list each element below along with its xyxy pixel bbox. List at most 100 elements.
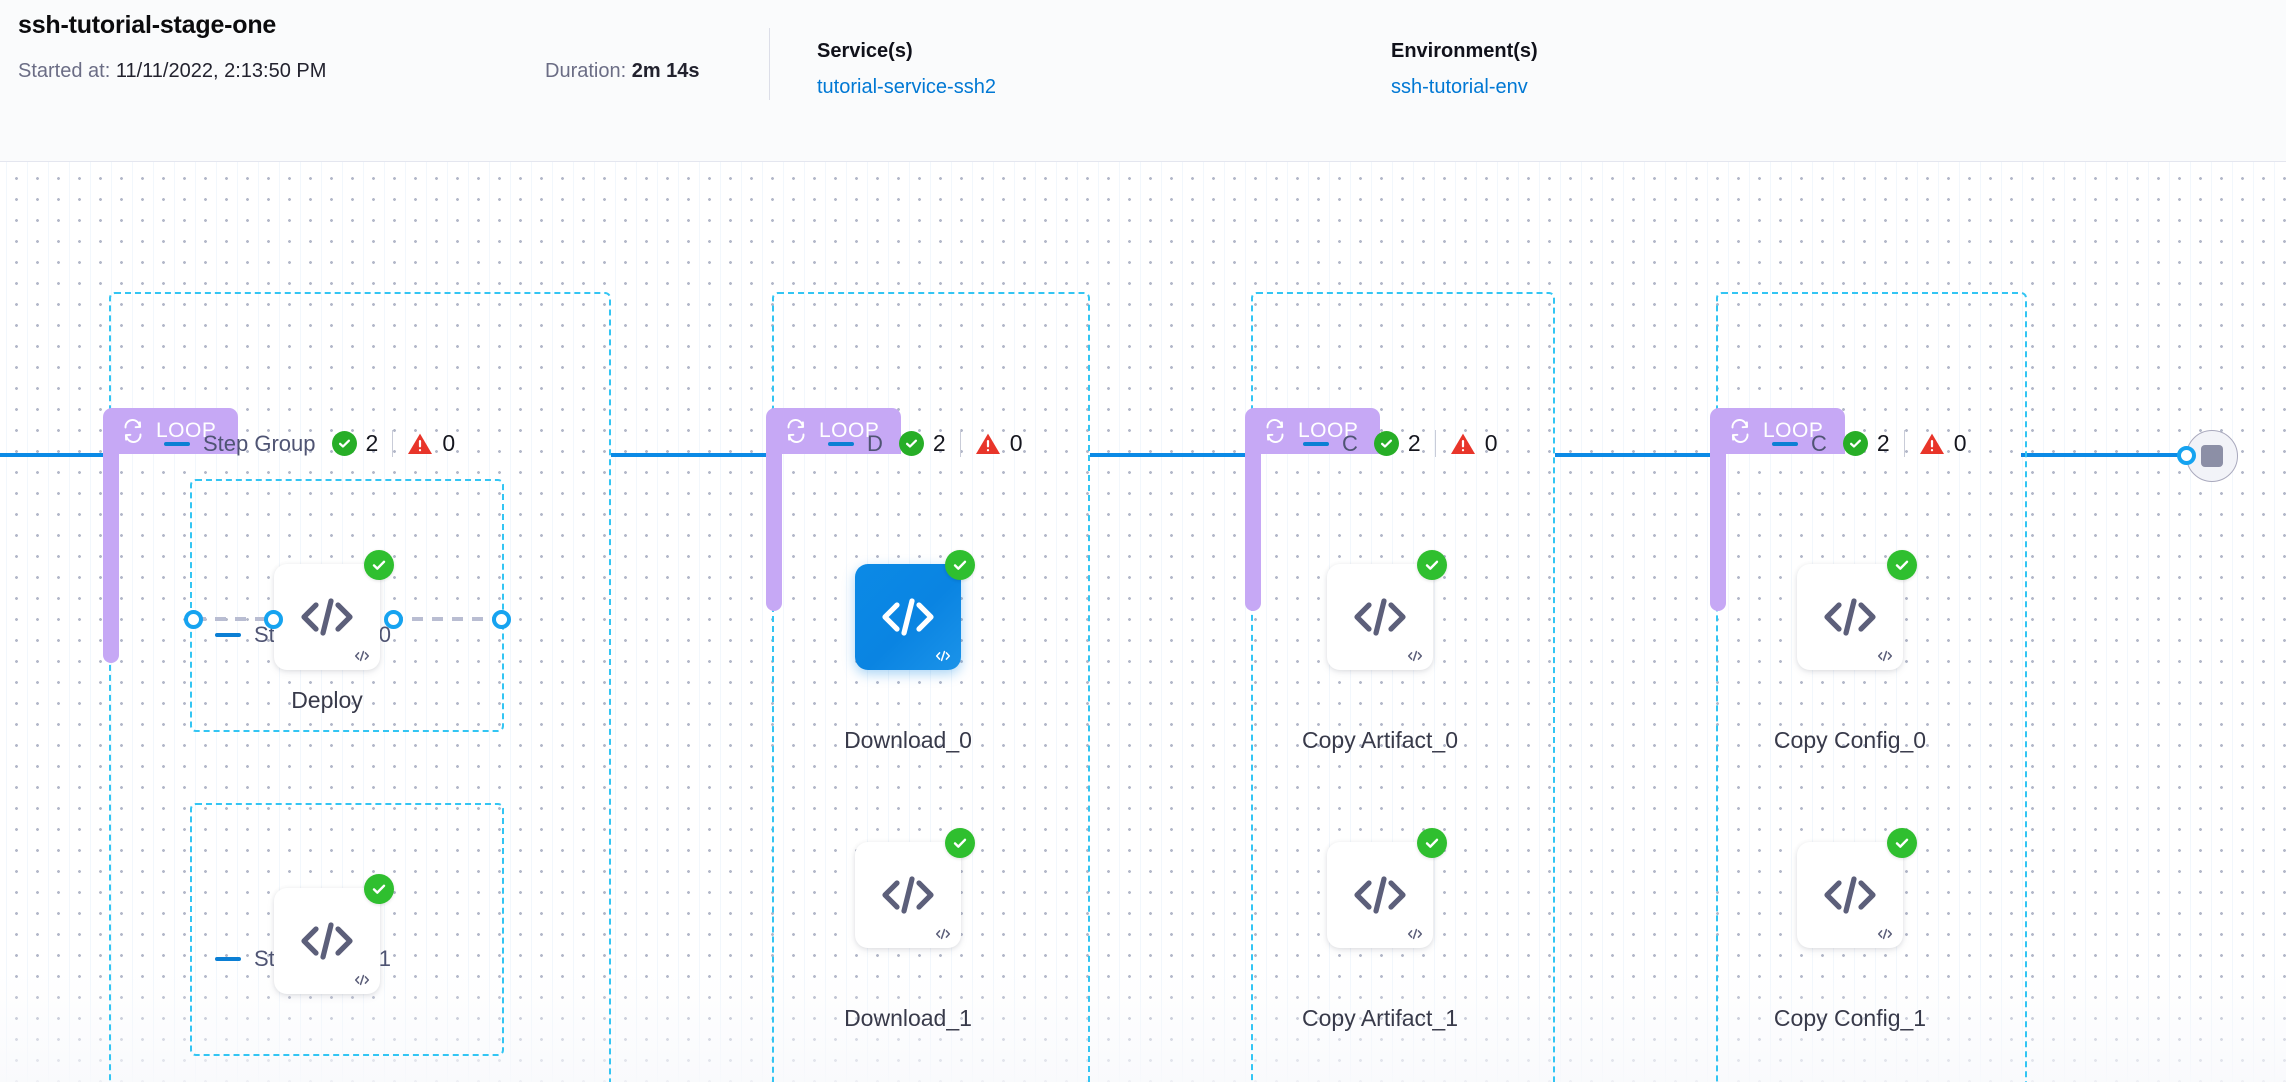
code-icon — [301, 922, 353, 960]
failure-icon-2 — [975, 433, 1000, 454]
loop-rail-3 — [1245, 442, 1261, 611]
step-node-download-0[interactable] — [855, 550, 975, 670]
execution-header: ssh-tutorial-stage-one Started at: 11/11… — [0, 0, 2286, 162]
loop-group-box-2[interactable] — [772, 292, 1090, 1082]
started-at: Started at: 11/11/2022, 2:13:50 PM — [18, 60, 326, 83]
collapse-icon-1[interactable] — [164, 441, 190, 446]
status-badge-download-0 — [945, 550, 975, 580]
step-node-label-download-0: Download_0 — [844, 727, 972, 753]
code-icon — [882, 598, 934, 636]
loop-badge-label-3: LOOP — [1298, 419, 1359, 442]
group-header-4[interactable]: C 2 0 — [1772, 430, 1966, 457]
port-end-node[interactable] — [2177, 446, 2196, 465]
status-badge-copy-artifact-0 — [1417, 550, 1447, 580]
port-inner-left-1-0[interactable] — [264, 610, 283, 629]
success-count-3: 2 — [1407, 430, 1421, 456]
duration-value: 2m 14s — [631, 60, 700, 82]
group-header-3[interactable]: C 2 0 — [1303, 430, 1497, 457]
step-node-label-download-1: Download_1 — [844, 1005, 972, 1031]
code-icon — [1354, 598, 1406, 636]
status-badge-copy-config-0 — [1887, 550, 1917, 580]
step-type-icon — [1407, 650, 1423, 662]
collapse-icon-4[interactable] — [1772, 441, 1798, 446]
port-outer-left-1-0[interactable] — [184, 610, 203, 629]
port-outer-right-1-0[interactable] — [492, 610, 511, 629]
step-node-download-1[interactable] — [855, 828, 975, 948]
loop-icon — [1731, 419, 1749, 443]
success-icon-2 — [898, 431, 924, 456]
step-type-icon — [354, 650, 370, 662]
subgroup-box-1-1[interactable] — [190, 803, 504, 1056]
failure-count-4: 0 — [1953, 430, 1967, 456]
loop-icon — [1266, 419, 1284, 443]
success-count-2: 2 — [932, 430, 946, 456]
collapse-icon-3[interactable] — [1303, 441, 1329, 446]
port-inner-right-1-0[interactable] — [384, 610, 403, 629]
group-stats-1: 2 0 — [331, 430, 455, 457]
loop-group-box-1[interactable] — [109, 292, 611, 1082]
group-stats-4: 2 0 — [1842, 430, 1967, 457]
collapse-icon-1-0[interactable] — [215, 633, 241, 637]
connector-group4-end — [2021, 453, 2186, 457]
loop-rail-2 — [766, 442, 782, 611]
step-node-label-copy-config-0: Copy Config_0 — [1773, 727, 1927, 753]
loop-badge-2[interactable]: LOOP — [766, 408, 902, 454]
collapse-icon-2[interactable] — [828, 441, 854, 446]
step-node-deploy[interactable] — [274, 550, 394, 670]
loop-rail-4 — [1710, 442, 1726, 611]
stats-divider-1 — [392, 430, 394, 457]
step-type-icon — [1407, 928, 1423, 940]
failure-count-3: 0 — [1484, 430, 1498, 456]
status-badge-copy-artifact-1 — [1417, 828, 1447, 858]
code-icon — [1824, 598, 1876, 636]
loop-badge-4[interactable]: LOOP — [1710, 408, 1846, 454]
loop-group-box-4[interactable] — [1716, 292, 2027, 1082]
collapse-icon-1-1[interactable] — [215, 957, 241, 961]
success-icon-3 — [1373, 431, 1399, 456]
started-at-value: 11/11/2022, 2:13:50 PM — [115, 60, 327, 82]
group-stats-2: 2 0 — [898, 430, 1023, 457]
service-link[interactable]: tutorial-service-ssh2 — [817, 76, 996, 98]
loop-badge-3[interactable]: LOOP — [1245, 408, 1381, 454]
dash-connector-right-1-0 — [392, 617, 502, 621]
loop-badge-1[interactable]: LOOP — [103, 408, 239, 454]
pipeline-canvas[interactable]: LOOP Step Group 2 0 — [0, 162, 2286, 1082]
environment-link[interactable]: ssh-tutorial-env — [1391, 76, 1528, 98]
success-icon-1 — [331, 431, 357, 456]
group-header-1[interactable]: Step Group 2 0 — [164, 430, 455, 457]
subgroup-box-1-0[interactable] — [190, 479, 504, 732]
step-node-label-copy-artifact-0: Copy Artifact_0 — [1302, 727, 1458, 753]
loop-badge-label-4: LOOP — [1763, 419, 1824, 442]
environments-column: Environment(s) ssh-tutorial-env — [1391, 40, 1538, 99]
step-node-copy-config-0[interactable] — [1797, 550, 1917, 670]
header-divider — [769, 28, 770, 100]
group-header-2[interactable]: D 2 0 — [828, 430, 1022, 457]
services-column: Service(s) tutorial-service-ssh2 — [817, 40, 996, 99]
connector-group3-group4 — [1555, 453, 1715, 457]
step-node-copy-config-1[interactable] — [1797, 828, 1917, 948]
page-title: ssh-tutorial-stage-one — [18, 11, 277, 39]
step-node-1-1[interactable] — [274, 874, 394, 994]
code-icon — [882, 876, 934, 914]
dash-connector-left-1-0 — [195, 617, 275, 621]
status-badge-deploy — [364, 550, 394, 580]
connector-group1-group2 — [611, 453, 772, 457]
step-type-icon — [1877, 650, 1893, 662]
group-name-1: Step Group — [203, 430, 316, 456]
step-type-icon — [935, 650, 951, 662]
code-icon — [301, 598, 353, 636]
step-node-copy-artifact-0[interactable] — [1327, 550, 1447, 670]
group-name-2: D — [867, 430, 883, 456]
failure-count-2: 0 — [1009, 430, 1023, 456]
stats-divider-4 — [1903, 430, 1905, 457]
loop-badge-label-1: LOOP — [156, 419, 217, 442]
loop-badge-label-2: LOOP — [819, 419, 880, 442]
step-node-copy-artifact-1[interactable] — [1327, 828, 1447, 948]
loop-group-box-3[interactable] — [1251, 292, 1555, 1082]
connector-group2-group3 — [1090, 453, 1251, 457]
connector-start — [0, 453, 106, 457]
status-badge-1-1 — [364, 874, 394, 904]
group-name-3: C — [1342, 430, 1358, 456]
success-count-4: 2 — [1876, 430, 1890, 456]
group-name-4: C — [1811, 430, 1827, 456]
